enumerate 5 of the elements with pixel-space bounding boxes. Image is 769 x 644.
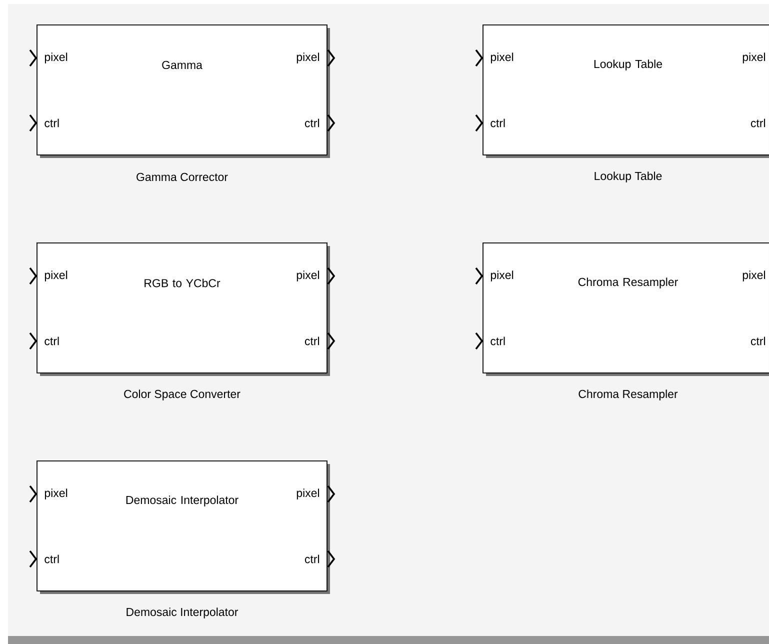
block-caption: Gamma Corrector: [136, 172, 228, 182]
block-caption: Color Space Converter: [124, 390, 240, 400]
block-caption: Demosaic Interpolator: [126, 608, 238, 618]
block-caption: Chroma Resampler: [578, 390, 678, 400]
block-caption: Lookup Table: [594, 172, 662, 182]
